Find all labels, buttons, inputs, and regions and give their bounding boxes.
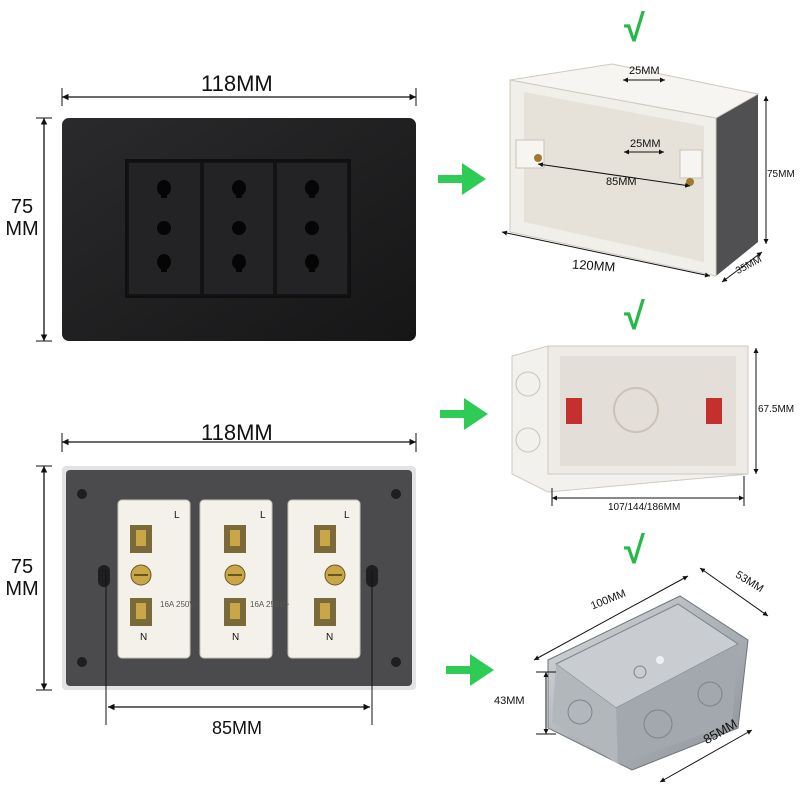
socket-outlet-3	[275, 161, 349, 296]
box-screw-spacing-label: 85MM	[606, 176, 637, 188]
front-wall-plate	[36, 88, 417, 342]
terminal-letter-n: N	[140, 632, 148, 643]
front-height-unit: MM	[5, 218, 39, 240]
socket-module-3	[287, 499, 361, 659]
terminal-letter-l: L	[344, 510, 350, 521]
back-height-label: 75 MM	[2, 556, 42, 600]
check-icon: √	[624, 530, 645, 572]
check-icon: √	[624, 8, 645, 50]
terminal-letter-n: N	[232, 632, 240, 643]
metal-box	[533, 567, 769, 783]
terminal-letter-l: L	[174, 510, 180, 521]
arrow-icon	[440, 398, 488, 430]
back-height-value: 75	[10, 556, 34, 578]
socket-outlet-2	[202, 161, 275, 296]
top-slot-label: 25MM	[629, 65, 660, 77]
socket-rating: 16A 250V~	[250, 600, 290, 609]
box-height-label: 75MM	[767, 169, 795, 180]
check-icon: √	[624, 296, 645, 338]
back-wall-plate	[36, 433, 417, 725]
arrow-icon	[438, 163, 486, 195]
back-height-unit: MM	[5, 578, 39, 600]
front-width-label: 118MM	[201, 71, 273, 96]
back-screw-spacing-label: 85MM	[212, 718, 263, 738]
arrow-icon	[446, 654, 494, 686]
metal-box-height-label: 43MM	[494, 695, 525, 707]
inner-slot-label: 25MM	[630, 138, 661, 150]
terminal-letter-n: N	[326, 632, 334, 643]
socket-module-1	[117, 499, 191, 659]
front-height-value: 75	[10, 196, 34, 218]
flush-box-length-label: 107/144/186MM	[608, 502, 681, 513]
pvc-surface-box	[501, 63, 769, 283]
front-height-label: 75 MM	[2, 196, 42, 240]
terminal-letter-l: L	[260, 510, 266, 521]
back-width-label: 118MM	[201, 420, 273, 445]
socket-outlet-1	[127, 161, 202, 296]
flush-box-height-label: 67.5MM	[758, 404, 795, 415]
socket-rating: 16A 250V~	[160, 600, 200, 609]
socket-module-2	[199, 499, 273, 659]
box-length-label: 120MM	[571, 256, 616, 275]
pvc-flush-box	[511, 345, 759, 506]
